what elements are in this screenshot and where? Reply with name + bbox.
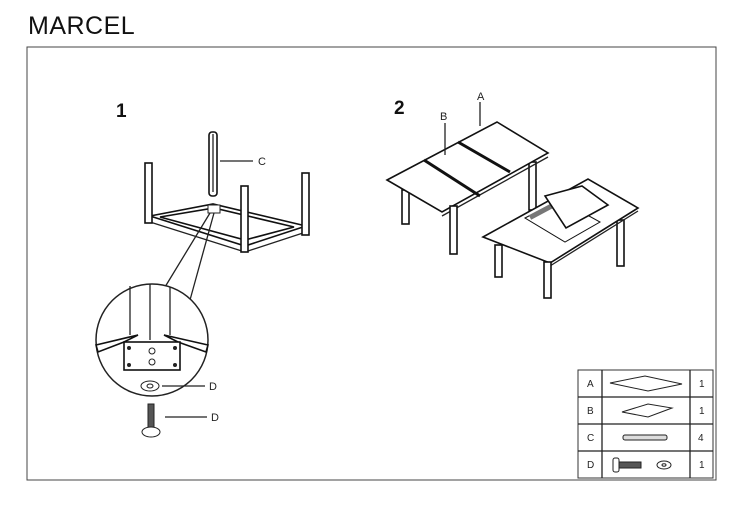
parts-row-c: C 4 [587,433,704,444]
step-number: 2 [394,98,405,119]
extended-table: B A [385,91,550,255]
parts-row-b: B 1 [587,403,705,418]
part-qty: 1 [699,460,705,471]
label-washer: D [209,381,217,393]
leg-c: C [208,131,266,197]
part-qty: 1 [699,406,705,417]
step-1: 1 C [95,101,310,438]
parts-row-a: A 1 [587,375,705,392]
label-top: A [477,91,485,103]
bolt-d: D [141,403,219,438]
parts-row-d: D 1 [587,457,705,473]
opening-table [481,178,640,299]
part-qty: 1 [699,379,705,390]
washer-d: D [140,380,217,393]
product-title: MARCEL [28,12,136,40]
part-letter: C [587,433,594,444]
part-letter: D [587,460,594,471]
label-insert: B [440,111,447,123]
part-qty: 4 [698,433,704,444]
parts-table: A 1 B 1 C 4 D 1 [577,369,714,479]
bolt-washer-icon [612,457,672,473]
label-leg: C [258,156,266,168]
part-letter: A [587,379,594,390]
part-letter: B [587,406,594,417]
extension-leaf-icon [621,403,674,418]
leg-icon [622,434,668,441]
table-frame-upside-down [144,162,310,253]
label-bolt: D [211,412,219,424]
table-top-icon [609,375,683,392]
step-number: 1 [116,101,127,122]
step-2: 2 B A [385,91,640,299]
detail-zoom-circle [95,212,215,397]
diagram-frame [26,46,717,481]
